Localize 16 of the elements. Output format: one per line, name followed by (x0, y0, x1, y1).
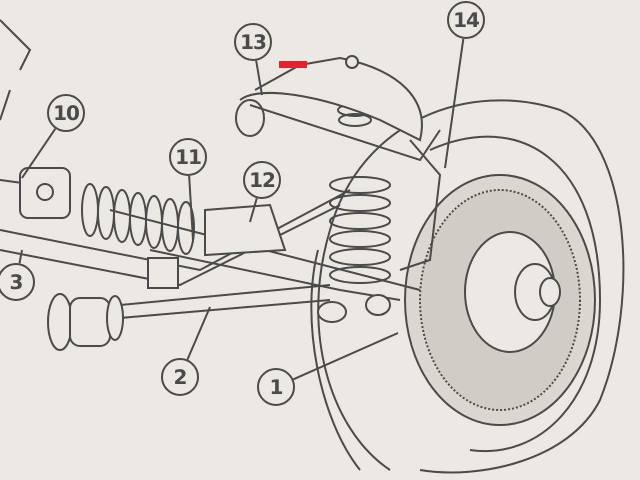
callout-number: 12 (243, 161, 281, 199)
callout-number: 13 (234, 23, 272, 61)
callout-number: 14 (447, 1, 485, 39)
callout-number: 10 (47, 94, 85, 132)
leader-line (292, 332, 398, 380)
leader-line (444, 38, 464, 168)
leader-line (188, 176, 194, 240)
leader-line (21, 128, 56, 179)
callout-number: 2 (161, 358, 199, 396)
leader-line (186, 306, 211, 360)
callout-number: 11 (169, 138, 207, 176)
leader-line (249, 198, 258, 222)
callout-number: 1 (257, 368, 295, 406)
leader-line (255, 60, 263, 96)
callout-number: 3 (0, 263, 35, 301)
leader-line (18, 250, 23, 264)
